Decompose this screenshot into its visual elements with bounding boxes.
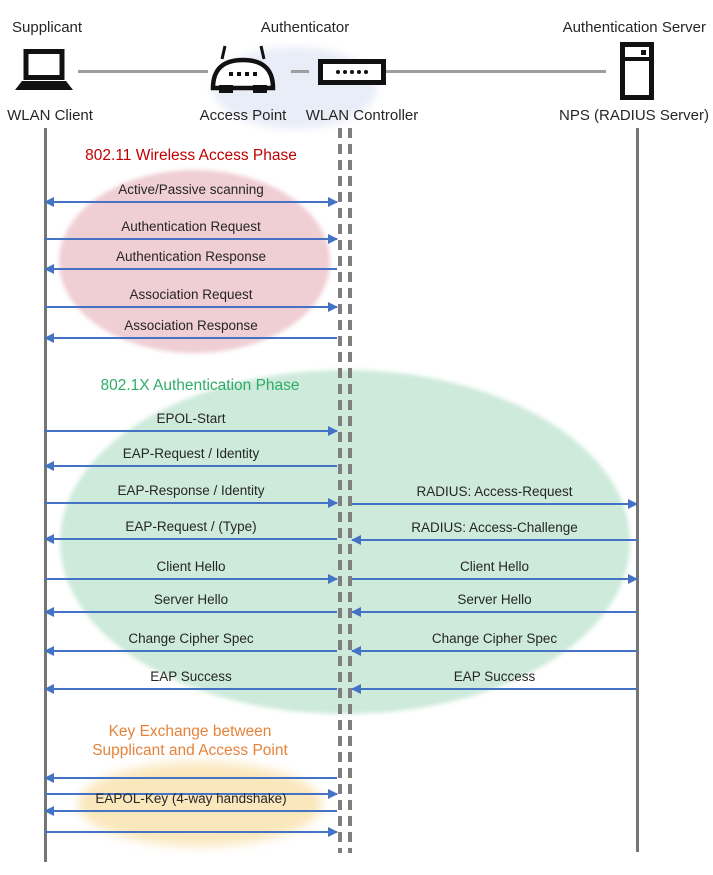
message-label: EAPOL-Key (4-way handshake) [95,791,287,806]
message-eap-response-identity: EAP-Response / Identity [45,482,338,508]
message-label: EAP-Request / Identity [122,446,260,461]
message-change-cipher-spec-left: Change Cipher Spec [44,630,337,656]
message-label: Authentication Response [115,249,267,264]
message-arrow [44,645,337,656]
connector-line-ap-controller [291,70,309,73]
message-arrow [352,573,638,584]
message-arrow [44,263,337,274]
message-eap-request-identity: EAP-Request / Identity [44,445,337,471]
message-arrow [45,788,338,799]
message-arrow [44,460,337,471]
message-arrow [351,606,637,617]
message-arrow [44,805,337,816]
message-label: RADIUS: Access-Challenge [411,520,578,535]
message-association-response: Association Response [44,317,337,343]
phase3-title-line2: Supplicant and Access Point [92,742,288,759]
role-supplicant-label: Supplicant [12,19,83,36]
message-arrow [44,772,337,783]
message-eapol-key-3: EAPOL-Key (4-way handshake) [44,790,337,816]
message-label: EAP-Request / (Type) [125,519,257,534]
access-point-icon [207,44,279,103]
message-eapol-key-4 [45,811,338,837]
role-authentication-server-label: Authentication Server [562,19,706,36]
phase2-title: 802.1X Authentication Phase [100,377,300,394]
message-label: Server Hello [153,592,229,607]
message-epol-start: EPOL-Start [45,410,338,436]
message-eap-success-right: EAP Success [351,668,637,694]
message-server-hello-left: Server Hello [44,591,337,617]
message-label: Change Cipher Spec [128,631,254,646]
phase1-ellipse [59,170,330,353]
message-arrow [45,233,338,244]
phase3-title-line1: Key Exchange between [108,723,272,740]
message-association-request: Association Request [45,286,338,312]
message-label: Server Hello [457,592,532,607]
message-arrow [45,573,338,584]
message-eap-request-type: EAP-Request / (Type) [44,518,337,544]
role-authenticator-label: Authenticator [260,19,350,36]
message-change-cipher-spec-right: Change Cipher Spec [351,630,637,656]
server-icon [620,42,654,105]
phase3-title: Key Exchange between Supplicant and Acce… [40,722,340,760]
phase1-title: 802.11 Wireless Access Phase [85,147,297,164]
connector-line-client-ap [78,70,208,73]
message-arrow [44,606,337,617]
message-authentication-request: Authentication Request [45,218,338,244]
message-label: EAP Success [150,669,232,684]
message-eapol-key-1 [44,757,337,783]
lifeline-wlan-client [44,128,47,862]
message-label: Association Response [124,318,258,333]
message-arrow [351,683,637,694]
wlan-controller-icon [318,59,386,90]
actor-wlan-controller-label: WLAN Controller [305,107,419,124]
message-label: EPOL-Start [156,411,226,426]
message-radius-access-request: RADIUS: Access-Request [352,483,638,509]
message-arrow [44,533,337,544]
message-label: EAP-Response / Identity [117,483,265,498]
actor-access-point-label: Access Point [199,107,287,124]
message-arrow [351,534,637,545]
lifeline-radius-server [636,128,639,852]
message-eapol-key-2 [45,773,338,799]
message-arrow [351,645,637,656]
actor-wlan-client-label: WLAN Client [7,107,93,124]
message-client-hello-right: Client Hello [352,558,638,584]
message-label: Active/Passive scanning [118,182,264,197]
message-server-hello-right: Server Hello [351,591,637,617]
message-radius-access-challenge: RADIUS: Access-Challenge [351,519,637,545]
message-active-passive-scanning: Active/Passive scanning [44,181,338,207]
connector-line-controller-server [386,70,606,73]
lifeline-authenticator-left [338,128,342,853]
message-eap-success-left: EAP Success [44,668,337,694]
message-arrow [44,196,338,207]
lifeline-authenticator-right [348,128,352,853]
message-label: Authentication Request [121,219,261,234]
phase2-ellipse [60,370,630,714]
message-arrow [44,332,337,343]
message-arrow [45,497,338,508]
message-label: Association Request [129,287,253,302]
message-arrow [45,425,338,436]
message-arrow [45,301,338,312]
message-authentication-response: Authentication Response [44,248,337,274]
message-label: EAP Success [453,669,536,684]
actor-nps-radius-label: NPS (RADIUS Server) [558,107,710,124]
message-label: RADIUS: Access-Request [416,484,573,499]
message-label: Change Cipher Spec [431,631,558,646]
message-arrow [45,826,338,837]
message-client-hello-left: Client Hello [45,558,338,584]
message-label: Client Hello [156,559,226,574]
message-arrow [44,683,337,694]
message-label: Client Hello [459,559,530,574]
laptop-icon [12,48,74,99]
message-arrow [352,498,638,509]
